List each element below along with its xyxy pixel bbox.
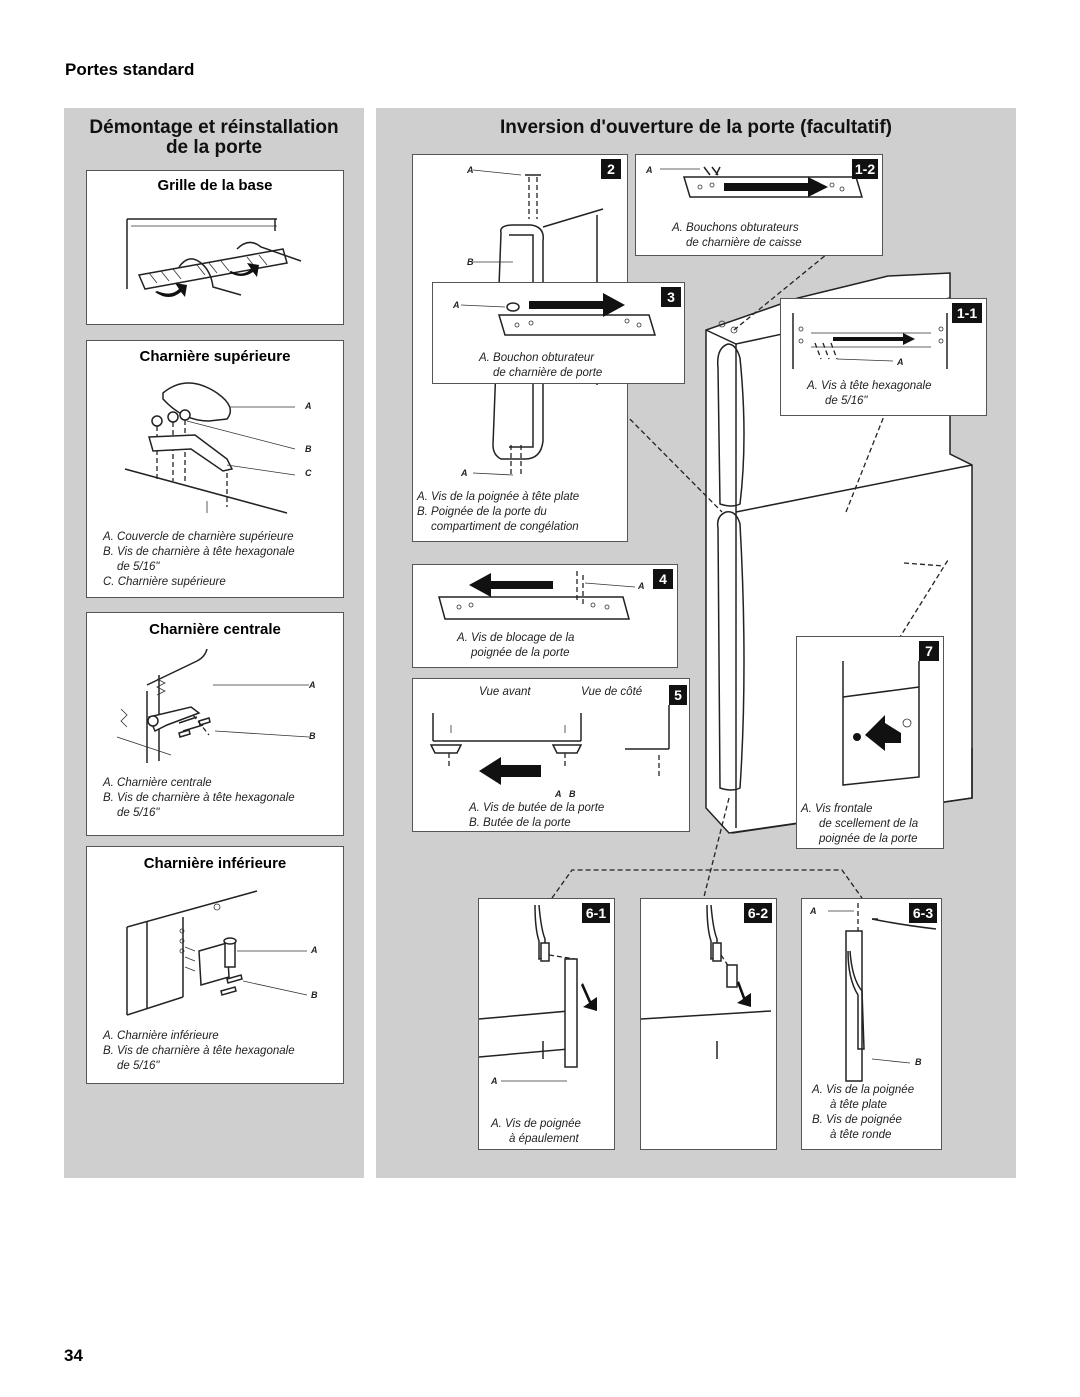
page-number: 34 (64, 1346, 83, 1365)
center-hinge-label-b: B (309, 731, 316, 741)
step-1-2-box: 1-2 A A. Bouchons obturateurs de charniè… (635, 154, 883, 256)
top-hinge-label-c: C (305, 468, 312, 478)
bottom-hinge-illustration (126, 890, 308, 1016)
step-1-1-label-a: A (897, 357, 904, 367)
step-1-2-label-a: A (646, 165, 653, 175)
step-5-box: Vue avant Vue de côté 5 A B A. Vis de bu… (412, 678, 690, 832)
step-6-2-illustration (640, 904, 772, 1059)
step-1-2-badge: 1-2 (852, 159, 878, 179)
bottom-hinge-captions: A. Charnière inférieure B. Vis de charni… (103, 1030, 295, 1072)
step-6-1-illustration (478, 904, 597, 1082)
step-5-view-side: Vue de côté (581, 686, 643, 698)
top-hinge-box: Charnière supérieure A B C A. Couvercle … (86, 340, 344, 598)
left-panel: Démontage et réinstallation de la porte … (64, 108, 364, 1178)
step-6-1-badge: 6-1 (582, 903, 610, 923)
step-5-captions: A. Vis de butée de la porte B. Butée de … (469, 802, 605, 829)
step-6-1-captions: A. Vis de poignée à épaulement (491, 1118, 581, 1145)
center-hinge-illustration (116, 648, 310, 763)
right-panel: Inversion d'ouverture de la porte (facul… (376, 108, 1016, 1178)
step-2-captions: A. Vis de la poignée à tête plate B. Poi… (417, 491, 580, 533)
step-6-2-badge: 6-2 (744, 903, 772, 923)
center-hinge-title: Charnière centrale (149, 621, 281, 638)
step-2-label-a-bottom: A (461, 468, 468, 478)
step-6-3-illustration (828, 903, 937, 1082)
bottom-hinge-box: Charnière inférieure A B A. Charnière in… (86, 846, 344, 1084)
bottom-hinge-label-b: B (311, 990, 318, 1000)
step-6-3-label-a: A (810, 906, 817, 916)
step-3-box: 3 A A. Bouchon obturateur de charnière d… (432, 282, 685, 384)
bottom-hinge-title: Charnière inférieure (143, 855, 287, 872)
step-4-illustration (438, 571, 636, 620)
top-hinge-label-a: A (305, 401, 312, 411)
step-1-2-illustration (660, 166, 864, 198)
step-1-1-box: 1-1 A A. Vis à tête hexagonale de 5/16" (780, 298, 987, 416)
step-7-captions: A. Vis frontale de scellement de la poig… (801, 803, 919, 845)
step-7-box: 7 A. Vis frontale de scellement de la po… (796, 636, 944, 849)
grille-box: Grille de la base (86, 170, 344, 325)
step-1-1-captions: A. Vis à tête hexagonale de 5/16" (807, 380, 932, 407)
step-4-box: 4 A A. Vis de blocage de la poignée de l… (412, 564, 678, 668)
grille-title: Grille de la base (157, 177, 273, 194)
step-2-badge: 2 (601, 159, 621, 179)
top-hinge-captions: A. Couvercle de charnière supérieure B. … (103, 531, 295, 588)
step-6-1-label-a: A (491, 1076, 498, 1086)
section-title: Portes standard (65, 60, 195, 79)
step-2-label-a-top: A (467, 165, 474, 175)
top-hinge-illustration (124, 382, 296, 514)
step-6-3-captions: A. Vis de la poignée à tête plate B. Vis… (812, 1084, 915, 1141)
step-1-2-captions: A. Bouchons obturateurs de charnière de … (672, 222, 802, 249)
step-4-captions: A. Vis de blocage de la poignée de la po… (457, 632, 575, 659)
top-hinge-title: Charnière supérieure (139, 348, 291, 365)
step-2-label-b: B (467, 257, 474, 267)
step-5-illustration (429, 705, 670, 785)
step-6-1-box: 6-1 A A. Vis de poignée à épaulement (478, 898, 615, 1150)
step-3-badge: 3 (661, 287, 681, 307)
top-hinge-label-b: B (305, 444, 312, 454)
step-7-badge: 7 (919, 641, 939, 661)
step-3-illustration (460, 293, 657, 336)
step-4-badge: 4 (653, 569, 673, 589)
step-5-label-b: B (569, 789, 576, 799)
right-panel-title: Inversion d'ouverture de la porte (facul… (500, 117, 892, 138)
center-hinge-captions: A. Charnière centrale B. Vis de charnièr… (103, 777, 295, 819)
step-5-badge: 5 (669, 685, 687, 705)
center-hinge-box: Charnière centrale A B A. Charnière cent… (86, 612, 344, 836)
step-3-label-a: A (453, 300, 460, 310)
step-7-illustration (842, 661, 920, 786)
step-5-view-front: Vue avant (479, 686, 531, 698)
step-6-3-box: 6-3 A B A. Vis de la poignée à tête plat… (801, 898, 942, 1150)
left-panel-title: Démontage et réinstallation de la porte (89, 117, 339, 158)
step-6-3-badge: 6-3 (909, 903, 937, 923)
bottom-hinge-label-a: A (311, 945, 318, 955)
step-3-captions: A. Bouchon obturateur de charnière de po… (479, 352, 603, 379)
step-6-2-box: 6-2 (640, 898, 777, 1150)
step-1-1-badge: 1-1 (952, 303, 982, 323)
center-hinge-label-a: A (309, 680, 316, 690)
step-1-1-illustration (792, 313, 948, 369)
step-5-label-a: A (555, 789, 562, 799)
step-6-3-label-b: B (915, 1057, 922, 1067)
grille-illustration (126, 218, 302, 297)
step-4-label-a: A (638, 581, 645, 591)
